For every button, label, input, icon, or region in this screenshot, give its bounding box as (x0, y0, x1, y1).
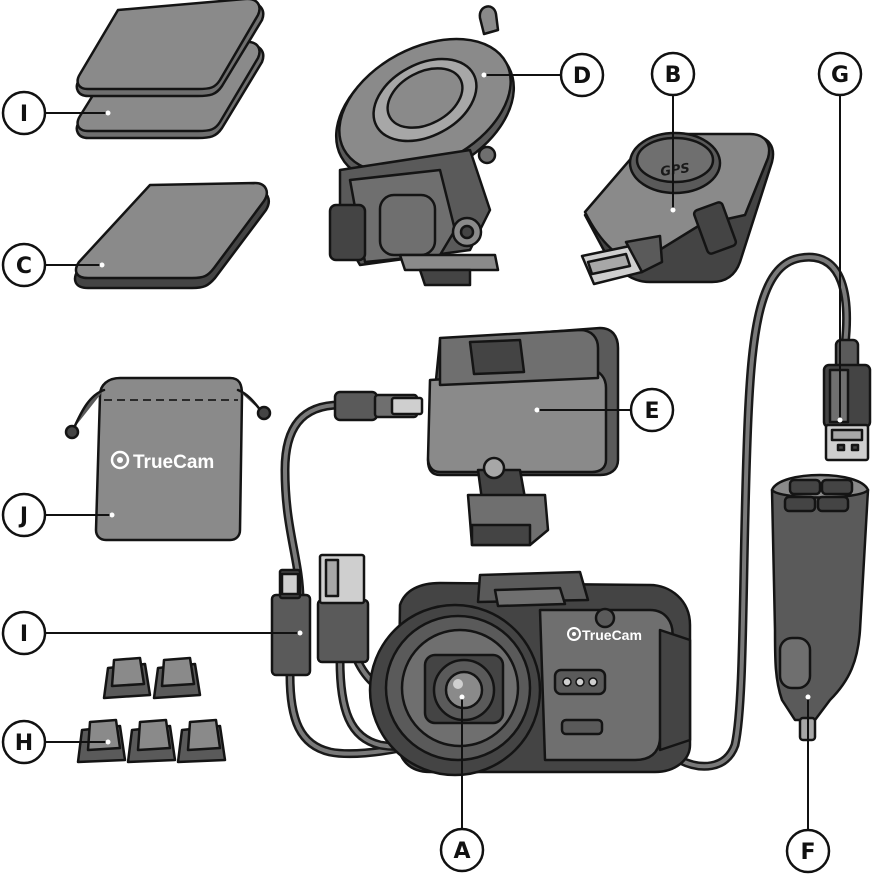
callout-B: B (652, 53, 694, 95)
callout-F: F (787, 830, 829, 872)
cable-clips (78, 658, 225, 762)
callout-J-label: J (18, 504, 28, 529)
callout-E: E (631, 389, 673, 431)
callout-D: D (561, 54, 603, 96)
suction-cup-mount (312, 6, 538, 285)
cable-clip (104, 658, 150, 698)
dash-camera: TrueCam (370, 572, 690, 775)
metal-plate-pad (75, 183, 269, 288)
callout-C: C (3, 244, 45, 286)
adhesive-pads-stack (77, 0, 263, 138)
camera-brand-text: TrueCam (582, 627, 642, 643)
cable-clip (178, 720, 225, 762)
pouch-brand-text: TrueCam (133, 452, 214, 473)
callout-I-cable: I (3, 612, 45, 654)
callout-C-label: C (16, 254, 32, 279)
callout-I-top-label: I (20, 102, 28, 127)
callout-E-label: E (644, 399, 659, 424)
callout-F-label: F (800, 840, 815, 865)
callout-H: H (3, 721, 45, 763)
callout-B-label: B (665, 63, 682, 88)
gps-module: GPS (582, 133, 773, 284)
callout-G: G (819, 53, 861, 95)
callout-J: J (3, 494, 45, 536)
car-charger (772, 475, 868, 740)
callout-I-cable-label: I (20, 622, 28, 647)
windshield-holder (428, 328, 618, 545)
cable-clip (128, 720, 175, 762)
callout-A-label: A (453, 839, 470, 864)
callout-I-top: I (3, 92, 45, 134)
usb-power-plug (824, 340, 870, 460)
callout-A: A (441, 829, 483, 871)
callout-H-label: H (15, 731, 33, 756)
cable-clip (154, 658, 200, 698)
callout-G-label: G (831, 63, 849, 88)
callout-D-label: D (573, 64, 591, 89)
